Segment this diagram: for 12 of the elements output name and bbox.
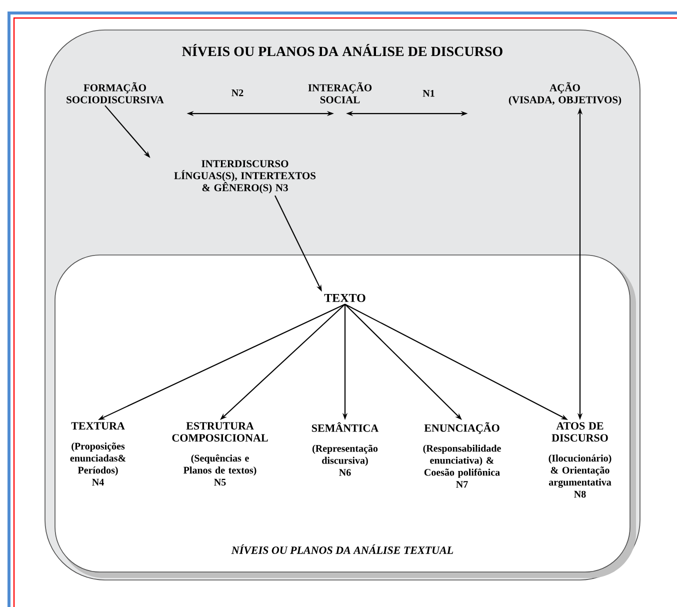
- level-label: INTERAÇÃO SOCIAL: [308, 82, 372, 104]
- edge-label: N2: [232, 89, 244, 96]
- node-label: TEXTO: [324, 294, 366, 302]
- level-label: ESTRUTURA COMPOSICIONAL (Sequências e Planos de textos) N5: [172, 422, 268, 486]
- level-label: FORMAÇÃO SOCIODISCURSIVA: [66, 82, 164, 104]
- level-label: ENUNCIAÇÃO (Responsabilidade enunciativa) & Coesão polifônica N7: [423, 422, 501, 488]
- level-label: SEMÂNTICA (Representação discursiva) N6: [312, 422, 379, 476]
- level-label: ATOS DE DISCURSO (Ilocucionário) & Orientação argumentativa N8: [548, 422, 612, 498]
- edge-label: N1: [422, 90, 434, 97]
- level-label: INTERDISCURSO LÍNGUAS(S), INTERTEXTOS & GÊNERO(S) N3: [174, 160, 316, 194]
- level-label: AÇÃO (VISADA, OBJETIVOS): [508, 82, 622, 106]
- level-label: TEXTURA (Proposições enunciadas& Períodos) N4: [70, 422, 126, 486]
